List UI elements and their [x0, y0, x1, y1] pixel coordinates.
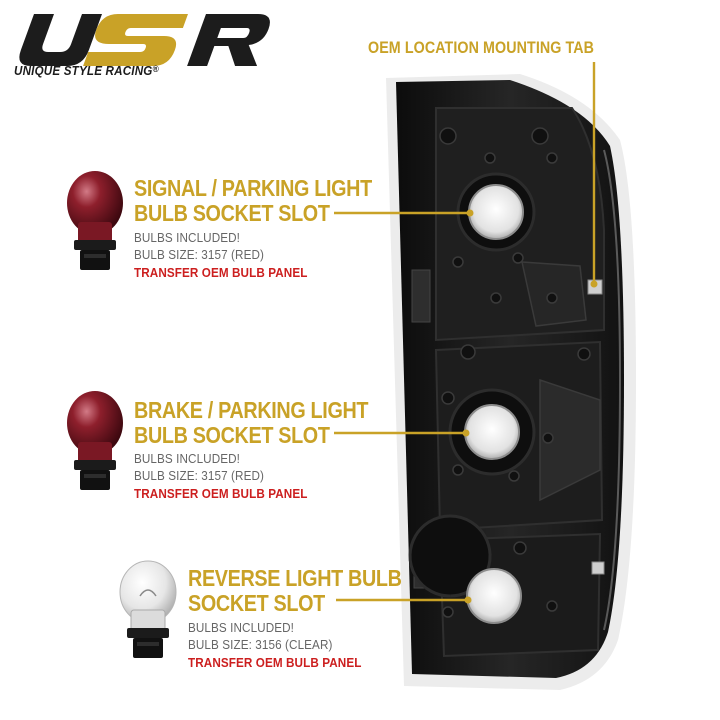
- bulb-size-text: BULB SIZE: 3157 (RED): [134, 468, 264, 483]
- tagline-text: UNIQUE STYLE RACING: [14, 64, 153, 78]
- section-title-line1: REVERSE LIGHT BULB: [188, 565, 402, 591]
- usr-logo: [19, 14, 270, 66]
- bulbs-included-text: BULBS INCLUDED!: [134, 230, 241, 245]
- section-title-line2: BULB SOCKET SLOT: [134, 422, 330, 448]
- transfer-note: TRANSFER OEM BULB PANEL: [134, 486, 308, 501]
- transfer-note: TRANSFER OEM BULB PANEL: [188, 655, 362, 670]
- callout-dots: [462, 209, 598, 604]
- transfer-note: TRANSFER OEM BULB PANEL: [134, 265, 308, 280]
- bulbs-included-text: BULBS INCLUDED!: [188, 620, 295, 635]
- section-title-line2: BULB SOCKET SLOT: [134, 200, 330, 226]
- bulb-size-text: BULB SIZE: 3157 (RED): [134, 247, 264, 262]
- red-bulb-icon: [67, 171, 123, 270]
- section-title-line2: SOCKET SLOT: [188, 590, 325, 616]
- bulbs-included-text: BULBS INCLUDED!: [134, 451, 241, 466]
- section-title-line1: SIGNAL / PARKING LIGHT: [134, 175, 372, 201]
- red-bulb-icon: [67, 391, 123, 490]
- section-title-line1: BRAKE / PARKING LIGHT: [134, 397, 369, 423]
- registered-mark: ®: [152, 64, 159, 74]
- socket-slots: [408, 172, 536, 624]
- brand-tagline: UNIQUE STYLE RACING®: [14, 64, 159, 78]
- bulb-size-text: BULB SIZE: 3156 (CLEAR): [188, 637, 333, 652]
- callout-lines: [334, 62, 596, 602]
- clear-bulb-icon: [119, 560, 177, 658]
- oem-mounting-tab-label: OEM LOCATION MOUNTING TAB: [368, 38, 595, 57]
